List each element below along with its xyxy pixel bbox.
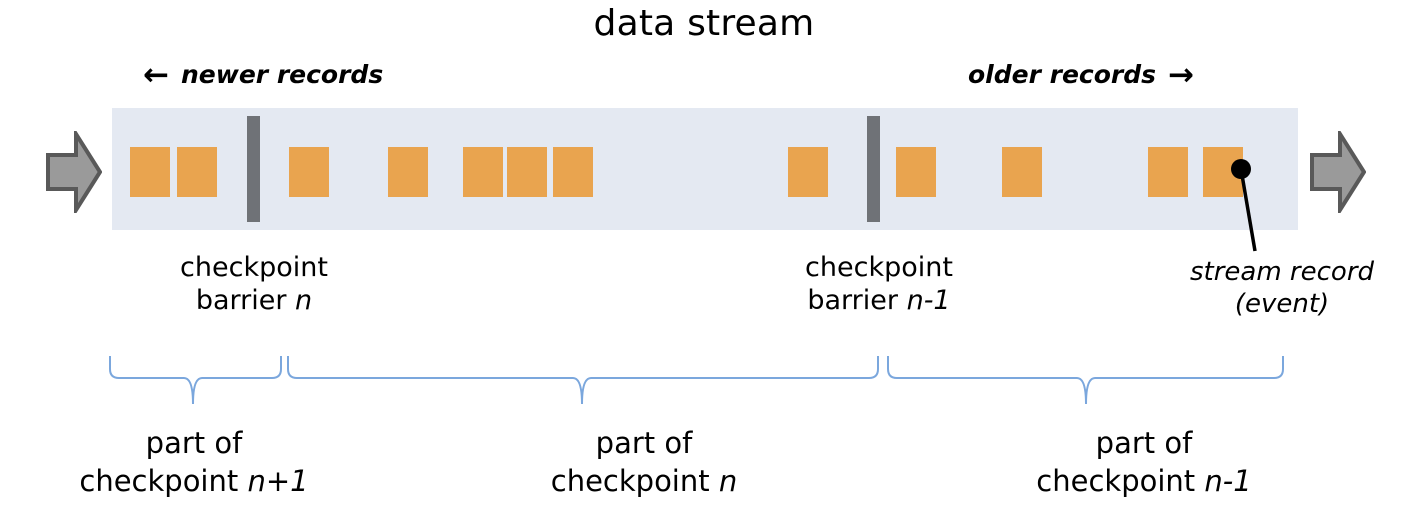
right-arrow-icon: → <box>1168 56 1194 93</box>
stream-record <box>507 147 547 197</box>
stream-record <box>788 147 828 197</box>
stream-record <box>896 147 936 197</box>
stream-record <box>463 147 503 197</box>
checkpoint-span-bracket <box>287 356 879 405</box>
checkpoint-span-label-n-plus-1: part of checkpoint n+1 <box>0 424 388 500</box>
barrier-n1-line2: barrier n-1 <box>807 285 951 316</box>
checkpoint-barrier-n-label: checkpoint barrier n <box>148 251 360 317</box>
checkpoint-barrier <box>867 116 880 222</box>
barrier-n-line1: checkpoint <box>180 252 328 283</box>
stream-record <box>289 147 329 197</box>
span1-line2: checkpoint n+1 <box>79 464 309 498</box>
left-arrow-icon: ← <box>143 56 169 93</box>
older-records-label: older records → <box>968 58 1194 92</box>
checkpoint-span-brackets <box>0 352 1408 414</box>
span2-line2: checkpoint n <box>550 464 738 498</box>
newer-records-label: ← newer records <box>143 58 383 92</box>
stream-record <box>1148 147 1188 197</box>
stream-record <box>1002 147 1042 197</box>
stream-record-event-label: stream record (event) <box>1158 256 1406 320</box>
stream-record <box>553 147 593 197</box>
span2-line1: part of <box>595 426 693 460</box>
event-label-line1: stream record <box>1189 257 1375 287</box>
newer-records-text: newer records <box>180 60 384 89</box>
checkpoint-span-label-n-minus-1: part of checkpoint n-1 <box>880 424 1408 500</box>
barrier-n1-line1: checkpoint <box>805 252 953 283</box>
older-records-text: older records <box>968 60 1157 89</box>
span1-line1: part of <box>145 426 243 460</box>
span3-line2: checkpoint n-1 <box>1036 464 1252 498</box>
stream-outflow-arrow <box>1310 127 1367 217</box>
span3-line1: part of <box>1095 426 1193 460</box>
page-title: data stream <box>593 3 815 44</box>
stream-record <box>1203 147 1243 197</box>
event-label-line2: (event) <box>1234 289 1330 319</box>
stream-record <box>130 147 170 197</box>
checkpoint-barrier-n-minus-1-label: checkpoint barrier n-1 <box>768 251 990 317</box>
checkpoint-barrier <box>247 116 260 222</box>
checkpoint-span-bracket <box>887 356 1284 405</box>
barrier-n-line2: barrier n <box>195 285 313 316</box>
checkpoint-span-bracket <box>109 356 282 405</box>
checkpoint-span-label-n: part of checkpoint n <box>388 424 900 500</box>
stream-record <box>388 147 428 197</box>
stream-inflow-arrow <box>46 127 103 217</box>
stream-record <box>177 147 217 197</box>
